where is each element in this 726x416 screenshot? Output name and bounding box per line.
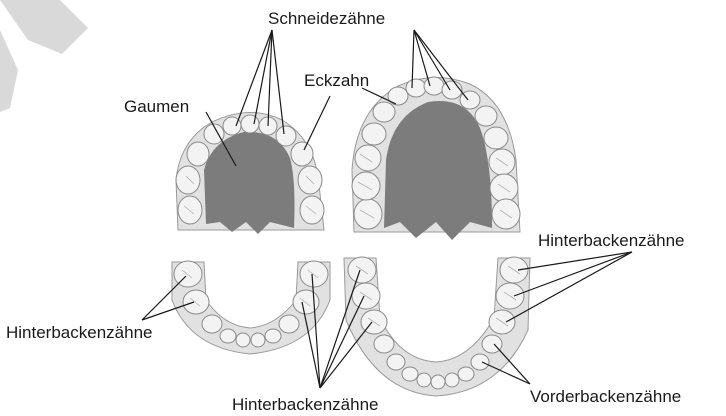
child-palate [204, 132, 295, 234]
label-eckzahn: Eckzahn [304, 71, 369, 90]
child-upper-jaw [176, 112, 324, 234]
label-hinterbacken-left: Hinterbackenzähne [6, 323, 152, 342]
label-vorderbacken: Vorderbackenzähne [530, 387, 681, 406]
adult-lower-jaw [344, 257, 530, 396]
watermark-mark [0, 0, 88, 112]
label-schneidezaehne: Schneidezähne [268, 9, 385, 28]
adult-upper-jaw [352, 77, 520, 240]
label-hinterbacken-right: Hinterbackenzähne [538, 231, 684, 250]
label-hinterbacken-bottom: Hinterbackenzähne [232, 395, 378, 414]
label-gaumen: Gaumen [124, 97, 189, 116]
child-lower-jaw [172, 261, 330, 354]
